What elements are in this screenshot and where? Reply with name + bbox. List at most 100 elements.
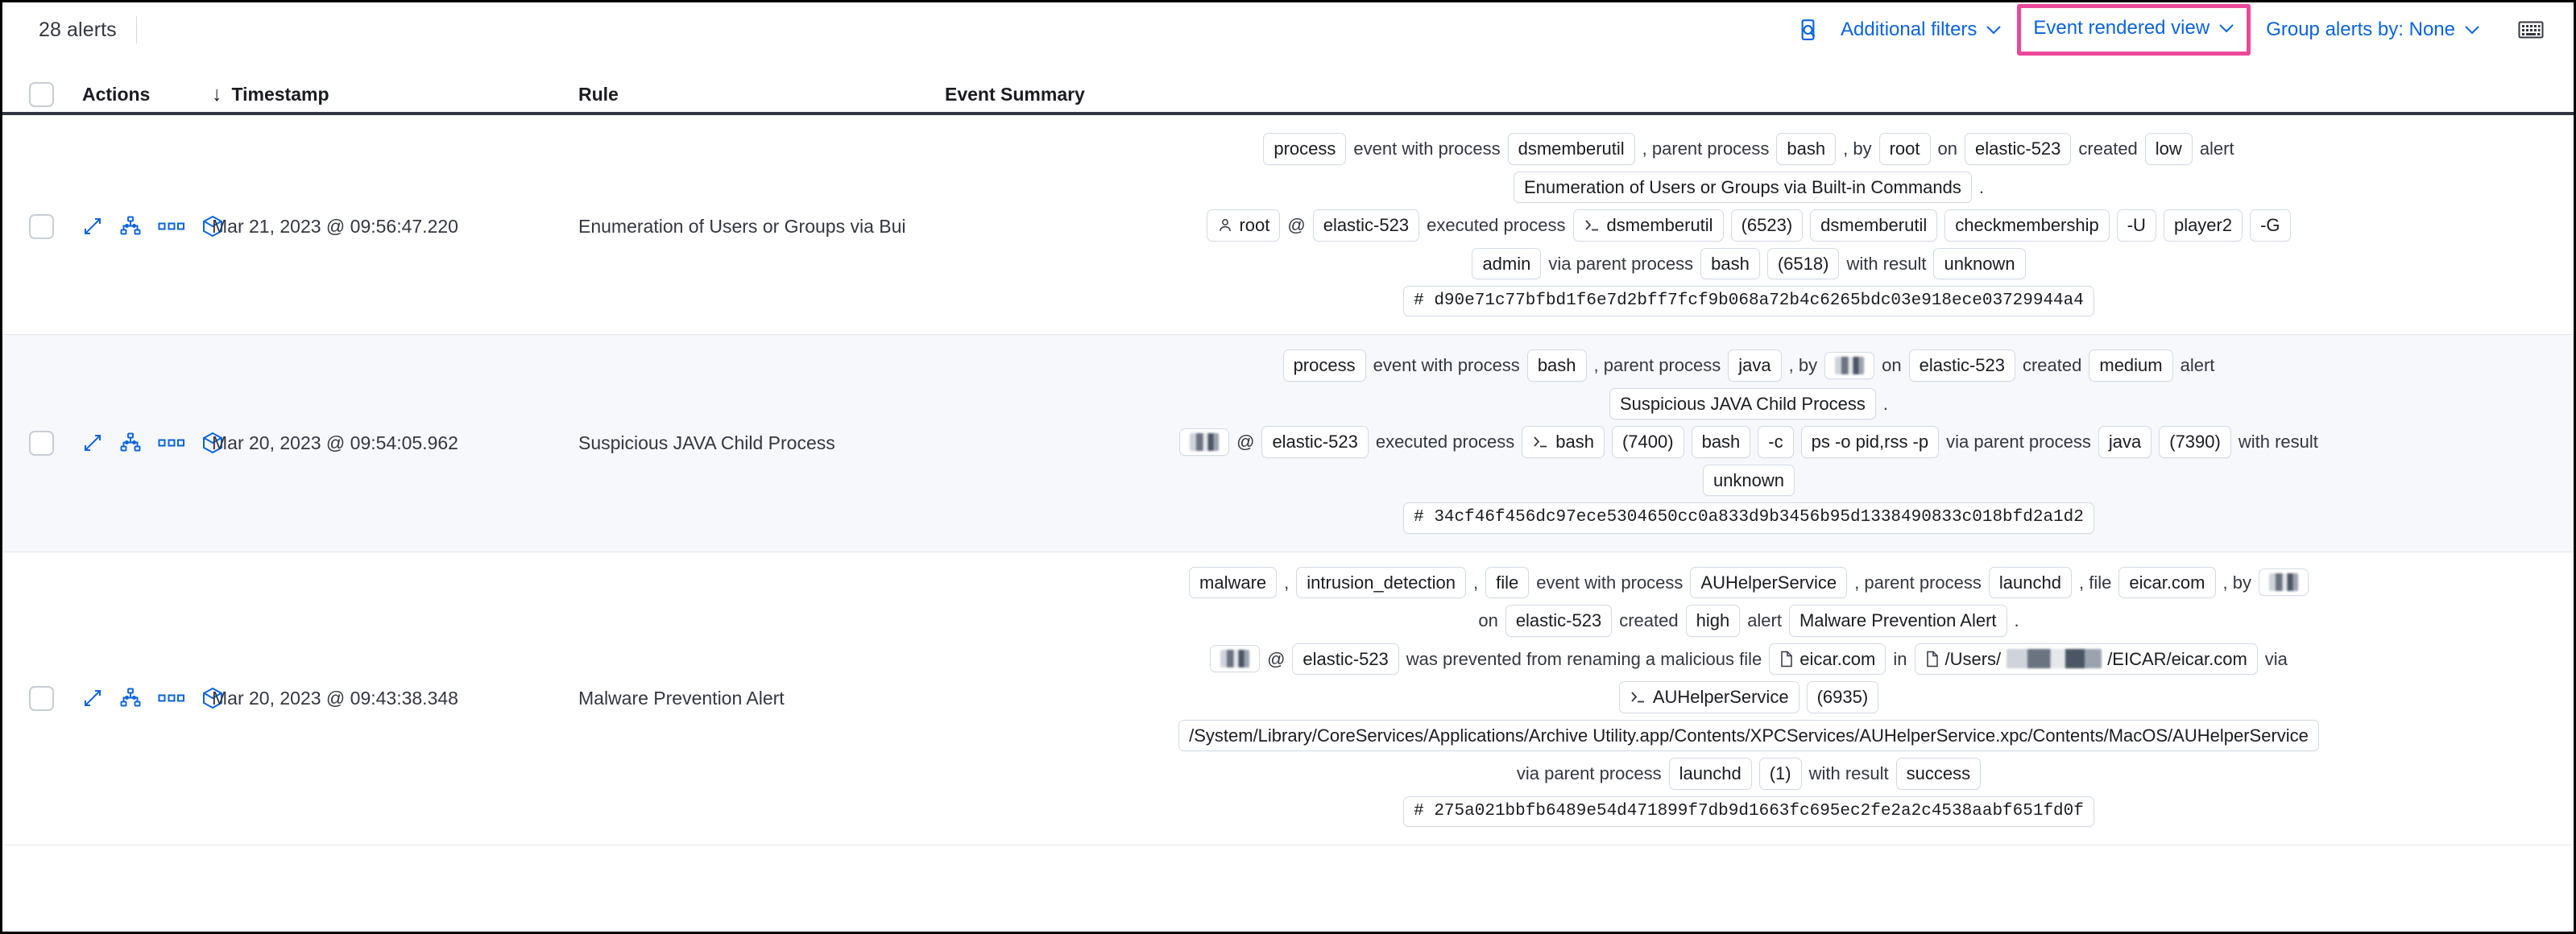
expand-icon[interactable] xyxy=(82,688,103,709)
inspect-search-icon[interactable] xyxy=(1790,13,1830,47)
chip-label: -U xyxy=(2127,215,2146,235)
event-field-chip[interactable]: elastic-523 xyxy=(1505,605,1613,637)
event-field-chip[interactable]: success xyxy=(1895,758,1982,790)
event-field-chip[interactable]: (6518) xyxy=(1766,247,1840,279)
row-select-checkbox[interactable] xyxy=(29,685,54,711)
event-field-chip[interactable]: bash xyxy=(1522,426,1605,458)
row-select-checkbox[interactable] xyxy=(29,213,54,239)
event-rendered-view-button[interactable]: Event rendered view xyxy=(2023,11,2245,45)
chip-label: (6523) xyxy=(1741,215,1793,235)
event-field-chip[interactable]: (7400) xyxy=(1611,426,1684,458)
event-field-chip[interactable]: dsmemberutil xyxy=(1507,133,1635,165)
session-view-icon[interactable] xyxy=(201,687,224,709)
more-actions-icon[interactable] xyxy=(158,437,185,448)
event-field-chip[interactable]: low xyxy=(2144,133,2193,165)
row-rule-name[interactable]: Suspicious JAVA Child Process xyxy=(578,432,835,453)
event-field-chip[interactable]: medium xyxy=(2089,349,2173,382)
event-field-chip[interactable]: java xyxy=(1728,349,1782,382)
event-field-chip[interactable]: elastic-523 xyxy=(1261,426,1369,458)
event-field-chip[interactable]: bash xyxy=(1691,426,1751,458)
event-field-chip[interactable]: (1) xyxy=(1758,758,1802,790)
row-rule-name[interactable]: Enumeration of Users or Groups via Bui xyxy=(578,215,906,237)
more-actions-icon[interactable] xyxy=(158,221,185,232)
event-field-chip[interactable]: # 275a021bbfb6489e54d471899f7db9d1663fc6… xyxy=(1403,796,2094,827)
event-field-chip[interactable]: java xyxy=(2098,426,2152,458)
table-row[interactable]: Mar 20, 2023 @ 09:54:05.962 Suspicious JA… xyxy=(2,335,2574,552)
event-field-chip[interactable]: Suspicious JAVA Child Process xyxy=(1609,387,1876,420)
row-timestamp: Mar 20, 2023 @ 09:54:05.962 xyxy=(212,432,458,453)
column-header-event-summary[interactable]: Event Summary xyxy=(945,83,1085,105)
analyze-event-icon[interactable] xyxy=(119,432,142,453)
event-field-chip[interactable]: elastic-523 xyxy=(1292,643,1399,675)
event-field-chip[interactable]: bash xyxy=(1700,247,1760,279)
event-field-chip[interactable]: unknown xyxy=(1702,464,1795,497)
event-field-chip[interactable]: unknown xyxy=(1933,247,2026,279)
event-field-chip[interactable]: dsmemberutil xyxy=(1572,209,1724,242)
event-field-chip[interactable]: AUHelperService xyxy=(1690,566,1848,598)
event-field-chip[interactable]: -G xyxy=(2250,209,2291,242)
column-header-rule[interactable]: Rule xyxy=(578,83,619,105)
event-field-chip[interactable] xyxy=(2258,568,2309,597)
row-select-checkbox[interactable] xyxy=(29,430,54,456)
event-field-chip[interactable]: checkmembership xyxy=(1944,209,2110,242)
event-field-chip[interactable]: -c xyxy=(1758,426,1794,458)
session-view-icon[interactable] xyxy=(201,432,224,454)
event-field-chip[interactable]: Malware Prevention Alert xyxy=(1788,605,2007,637)
analyze-event-icon[interactable] xyxy=(119,216,142,237)
session-view-icon[interactable] xyxy=(201,215,224,238)
expand-icon[interactable] xyxy=(82,432,103,453)
event-field-chip[interactable]: (7390) xyxy=(2159,426,2231,458)
summary-text: executed process xyxy=(1427,215,1566,235)
event-field-chip[interactable]: root xyxy=(1207,209,1281,242)
event-field-chip[interactable]: Enumeration of Users or Groups via Built… xyxy=(1513,171,1972,203)
keyboard-icon[interactable] xyxy=(2518,20,2544,39)
chip-label: process xyxy=(1274,138,1336,159)
event-field-chip[interactable]: elastic-523 xyxy=(1312,209,1420,242)
event-field-chip[interactable]: ps -o pid,rss -p xyxy=(1800,426,1940,458)
event-field-chip[interactable]: malware xyxy=(1189,566,1278,598)
event-field-chip[interactable]: dsmemberutil xyxy=(1810,209,1938,242)
event-field-chip[interactable]: /System/Library/CoreServices/Application… xyxy=(1178,719,2319,751)
event-field-chip[interactable]: (6935) xyxy=(1806,681,1879,713)
event-field-chip[interactable]: high xyxy=(1685,605,1741,637)
column-header-actions[interactable]: Actions xyxy=(82,83,151,105)
group-alerts-by-button[interactable]: Group alerts by: None xyxy=(2255,13,2491,47)
event-field-chip[interactable]: intrusion_detection xyxy=(1296,566,1466,598)
column-header-timestamp[interactable]: ↓ Timestamp xyxy=(212,83,578,106)
event-field-chip[interactable] xyxy=(1179,428,1230,456)
expand-icon[interactable] xyxy=(82,216,103,237)
event-field-chip[interactable]: root xyxy=(1878,133,1931,165)
event-field-chip[interactable]: eicar.com xyxy=(1769,643,1886,675)
event-field-chip[interactable]: launchd xyxy=(1668,758,1752,790)
event-field-chip[interactable] xyxy=(1210,645,1261,673)
event-field-chip[interactable]: (6523) xyxy=(1730,209,1804,242)
event-field-chip[interactable] xyxy=(1824,352,1875,379)
event-field-chip[interactable]: /Users//EICAR/eicar.com xyxy=(1914,643,2258,675)
event-field-chip[interactable]: player2 xyxy=(2163,209,2243,242)
event-field-chip[interactable]: process xyxy=(1282,349,1366,382)
event-field-chip[interactable]: bash xyxy=(1776,133,1837,165)
additional-filters-label: Additional filters xyxy=(1840,19,1978,40)
row-actions-cell xyxy=(67,335,222,551)
event-field-chip[interactable]: process xyxy=(1263,133,1347,165)
event-field-chip[interactable]: # d90e71c77bfbd1f6e7d2bff7fcf9b068a72b4c… xyxy=(1403,286,2094,317)
event-field-chip[interactable]: elastic-523 xyxy=(1965,133,2072,165)
additional-filters-button[interactable]: Additional filters xyxy=(1830,13,2012,47)
event-field-chip[interactable]: admin xyxy=(1472,247,1542,279)
event-field-chip[interactable]: elastic-523 xyxy=(1908,349,2015,382)
select-all-checkbox[interactable] xyxy=(29,81,54,107)
event-field-chip[interactable]: bash xyxy=(1526,349,1587,382)
more-actions-icon[interactable] xyxy=(158,692,185,704)
event-field-chip[interactable]: -U xyxy=(2116,209,2156,242)
row-rule-name[interactable]: Malware Prevention Alert xyxy=(578,687,785,709)
event-field-chip[interactable]: AUHelperService xyxy=(1618,681,1799,713)
event-summary-line: AUHelperService(6935) xyxy=(945,681,2553,713)
event-field-chip[interactable]: eicar.com xyxy=(2118,566,2216,598)
analyze-event-icon[interactable] xyxy=(119,688,142,709)
event-field-chip[interactable]: launchd xyxy=(1988,566,2072,598)
event-field-chip[interactable]: file xyxy=(1485,566,1530,598)
event-field-chip[interactable]: # 34cf46f456dc97ece5304650cc0a833d9b3456… xyxy=(1403,502,2094,534)
